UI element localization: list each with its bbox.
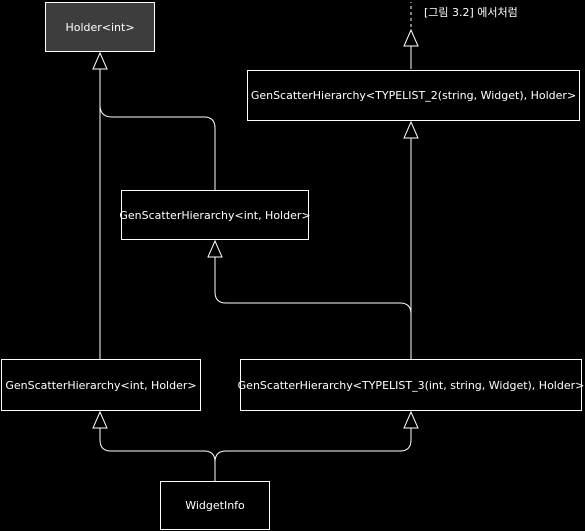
node-label: GenScatterHierarchy<TYPELIST_2(string, W…: [250, 89, 577, 102]
node-label: GenScatterHierarchy<int, Holder>: [5, 378, 197, 392]
arrowhead-tl2-bottom: [403, 120, 419, 139]
node-holder-int[interactable]: Holder<int>: [45, 2, 155, 52]
edge-widget-to-tl3: [214, 428, 412, 463]
edge-widget-to-left: [99, 428, 216, 481]
arrowhead-holder: [92, 51, 108, 70]
figure-reference-note: [그림 3.2] 에서처럼: [424, 6, 518, 19]
edge-mid-to-holder: [99, 104, 216, 190]
arrowhead-tl3: [403, 410, 419, 429]
node-gen-scatter-int-mid[interactable]: GenScatterHierarchy<int, Holder>: [119, 190, 311, 240]
node-gen-scatter-typelist2[interactable]: GenScatterHierarchy<TYPELIST_2(string, W…: [247, 70, 580, 121]
node-widget-info[interactable]: WidgetInfo: [160, 481, 270, 530]
arrowhead-left-gen: [92, 410, 108, 429]
node-label: GenScatterHierarchy<int, Holder>: [119, 208, 311, 222]
edge-tl3-to-mid: [214, 257, 412, 359]
arrowhead-tl2-top: [403, 28, 419, 47]
node-gen-scatter-typelist3[interactable]: GenScatterHierarchy<TYPELIST_3(int, stri…: [237, 359, 585, 411]
node-label: WidgetInfo: [185, 499, 245, 512]
node-label: Holder<int>: [65, 20, 135, 34]
node-label: GenScatterHierarchy<TYPELIST_3(int, stri…: [237, 378, 585, 392]
node-gen-scatter-int-left[interactable]: GenScatterHierarchy<int, Holder>: [1, 359, 201, 411]
arrowhead-mid: [207, 239, 223, 258]
